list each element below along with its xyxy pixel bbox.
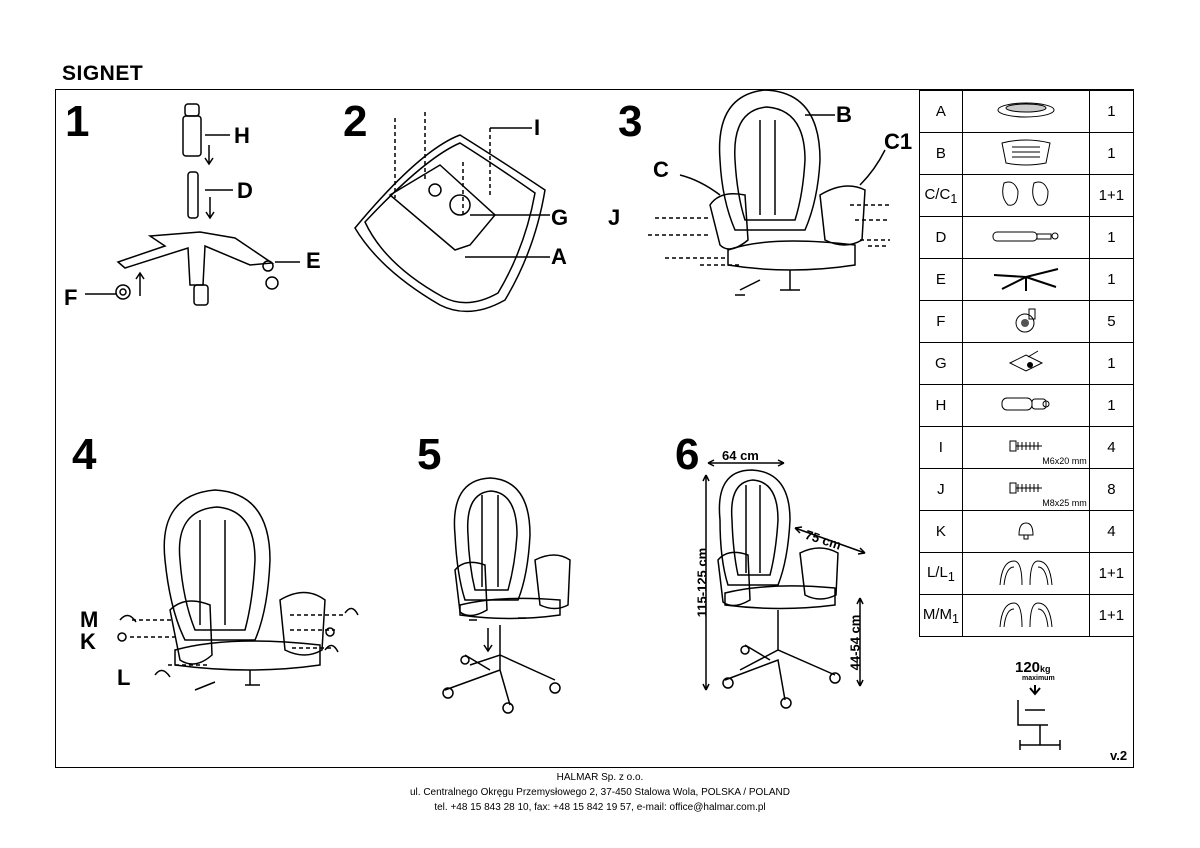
step5-illustration (442, 477, 571, 714)
footer-company: HALMAR Sp. z o.o. (556, 772, 644, 783)
max-weight-note: maximum (1022, 675, 1055, 682)
callout-e: E (306, 248, 321, 273)
callout-l: L (117, 665, 131, 690)
step1-illustration (85, 103, 300, 306)
part-quantity: 1 (1088, 132, 1135, 175)
part-quantity: 1+1 (1088, 594, 1135, 637)
part-id: F (919, 300, 963, 343)
part-id: E (919, 258, 963, 301)
part-id: H (919, 384, 963, 427)
part-quantity: 1+1 (1088, 174, 1135, 217)
part-quantity: 1 (1088, 90, 1135, 133)
callout-k: K (80, 629, 96, 654)
part-id: D (919, 216, 963, 259)
step-number-2: 2 (343, 97, 368, 146)
backrest-icon (961, 132, 1090, 175)
screw-icon: M8x25 mm (961, 468, 1090, 511)
armrest-icon (961, 174, 1090, 217)
part-id: B (919, 132, 963, 175)
page-title: SIGNET (62, 62, 144, 85)
parts-row: L/L1 1+1 (919, 552, 1135, 595)
gas-lift-icon (961, 216, 1090, 259)
part-quantity: 1 (1088, 384, 1135, 427)
callout-b: B (836, 102, 852, 127)
part-id: M/M1 (919, 594, 963, 637)
part-id: G (919, 342, 963, 385)
parts-row: C/C1 1+1 (919, 174, 1135, 217)
step-number-3: 3 (618, 97, 643, 146)
side-cover-icon (961, 594, 1090, 637)
dimension-seat-height: 44-54 cm (847, 614, 863, 671)
step6-illustration (702, 459, 866, 709)
part-id: J (919, 468, 963, 511)
part-quantity: 1 (1088, 216, 1135, 259)
star-base-icon (961, 258, 1090, 301)
screw-icon: M6x20 mm (961, 426, 1090, 469)
part-id: C/C1 (919, 174, 963, 217)
version-label: v.2 (1110, 748, 1128, 763)
step-number-5: 5 (417, 430, 442, 479)
cap-icon (961, 510, 1090, 553)
part-id: A (919, 90, 963, 133)
side-cover-icon (961, 552, 1090, 595)
part-id: L/L1 (919, 552, 963, 595)
mechanism-icon (961, 342, 1090, 385)
part-quantity: 4 (1088, 510, 1135, 553)
callout-f: F (64, 285, 78, 310)
cylinder-cover-icon (961, 384, 1090, 427)
step-number-1: 1 (65, 97, 90, 146)
caster-icon (961, 300, 1090, 343)
callout-m: M (80, 607, 99, 632)
part-spec: M8x25 mm (1042, 498, 1087, 508)
step2-illustration (354, 112, 550, 313)
footer-address: ul. Centralnego Okręgu Przemysłowego 2, … (409, 787, 790, 798)
part-spec: M6x20 mm (1042, 456, 1087, 466)
max-weight-value: 120kg (1015, 659, 1051, 676)
seat-icon (961, 90, 1090, 133)
max-weight-icon (1017, 685, 1061, 750)
part-quantity: 5 (1088, 300, 1135, 343)
callout-j: J (608, 205, 621, 230)
dimension-height: 115-125 cm (694, 547, 710, 618)
dimension-width: 64 cm (722, 448, 759, 463)
callout-d: D (237, 178, 253, 203)
callout-g: G (551, 205, 569, 230)
part-id: I (919, 426, 963, 469)
callout-i: I (534, 115, 541, 140)
step-number-4: 4 (72, 430, 97, 479)
part-quantity: 1 (1088, 342, 1135, 385)
parts-row: M/M1 1+1 (919, 594, 1135, 637)
part-quantity: 1+1 (1088, 552, 1135, 595)
callout-c1: C1 (884, 129, 913, 154)
callout-a: A (551, 244, 567, 269)
step3-illustration (648, 89, 892, 296)
instruction-frame (55, 89, 1134, 768)
part-id: K (919, 510, 963, 553)
step-number-6: 6 (675, 430, 700, 479)
callout-h: H (234, 123, 250, 148)
footer-contact: tel. +48 15 843 28 10, fax: +48 15 842 1… (434, 802, 766, 813)
step4-illustration (117, 489, 359, 691)
part-quantity: 8 (1088, 468, 1135, 511)
part-quantity: 4 (1088, 426, 1135, 469)
part-quantity: 1 (1088, 258, 1135, 301)
callout-c: C (653, 157, 669, 182)
